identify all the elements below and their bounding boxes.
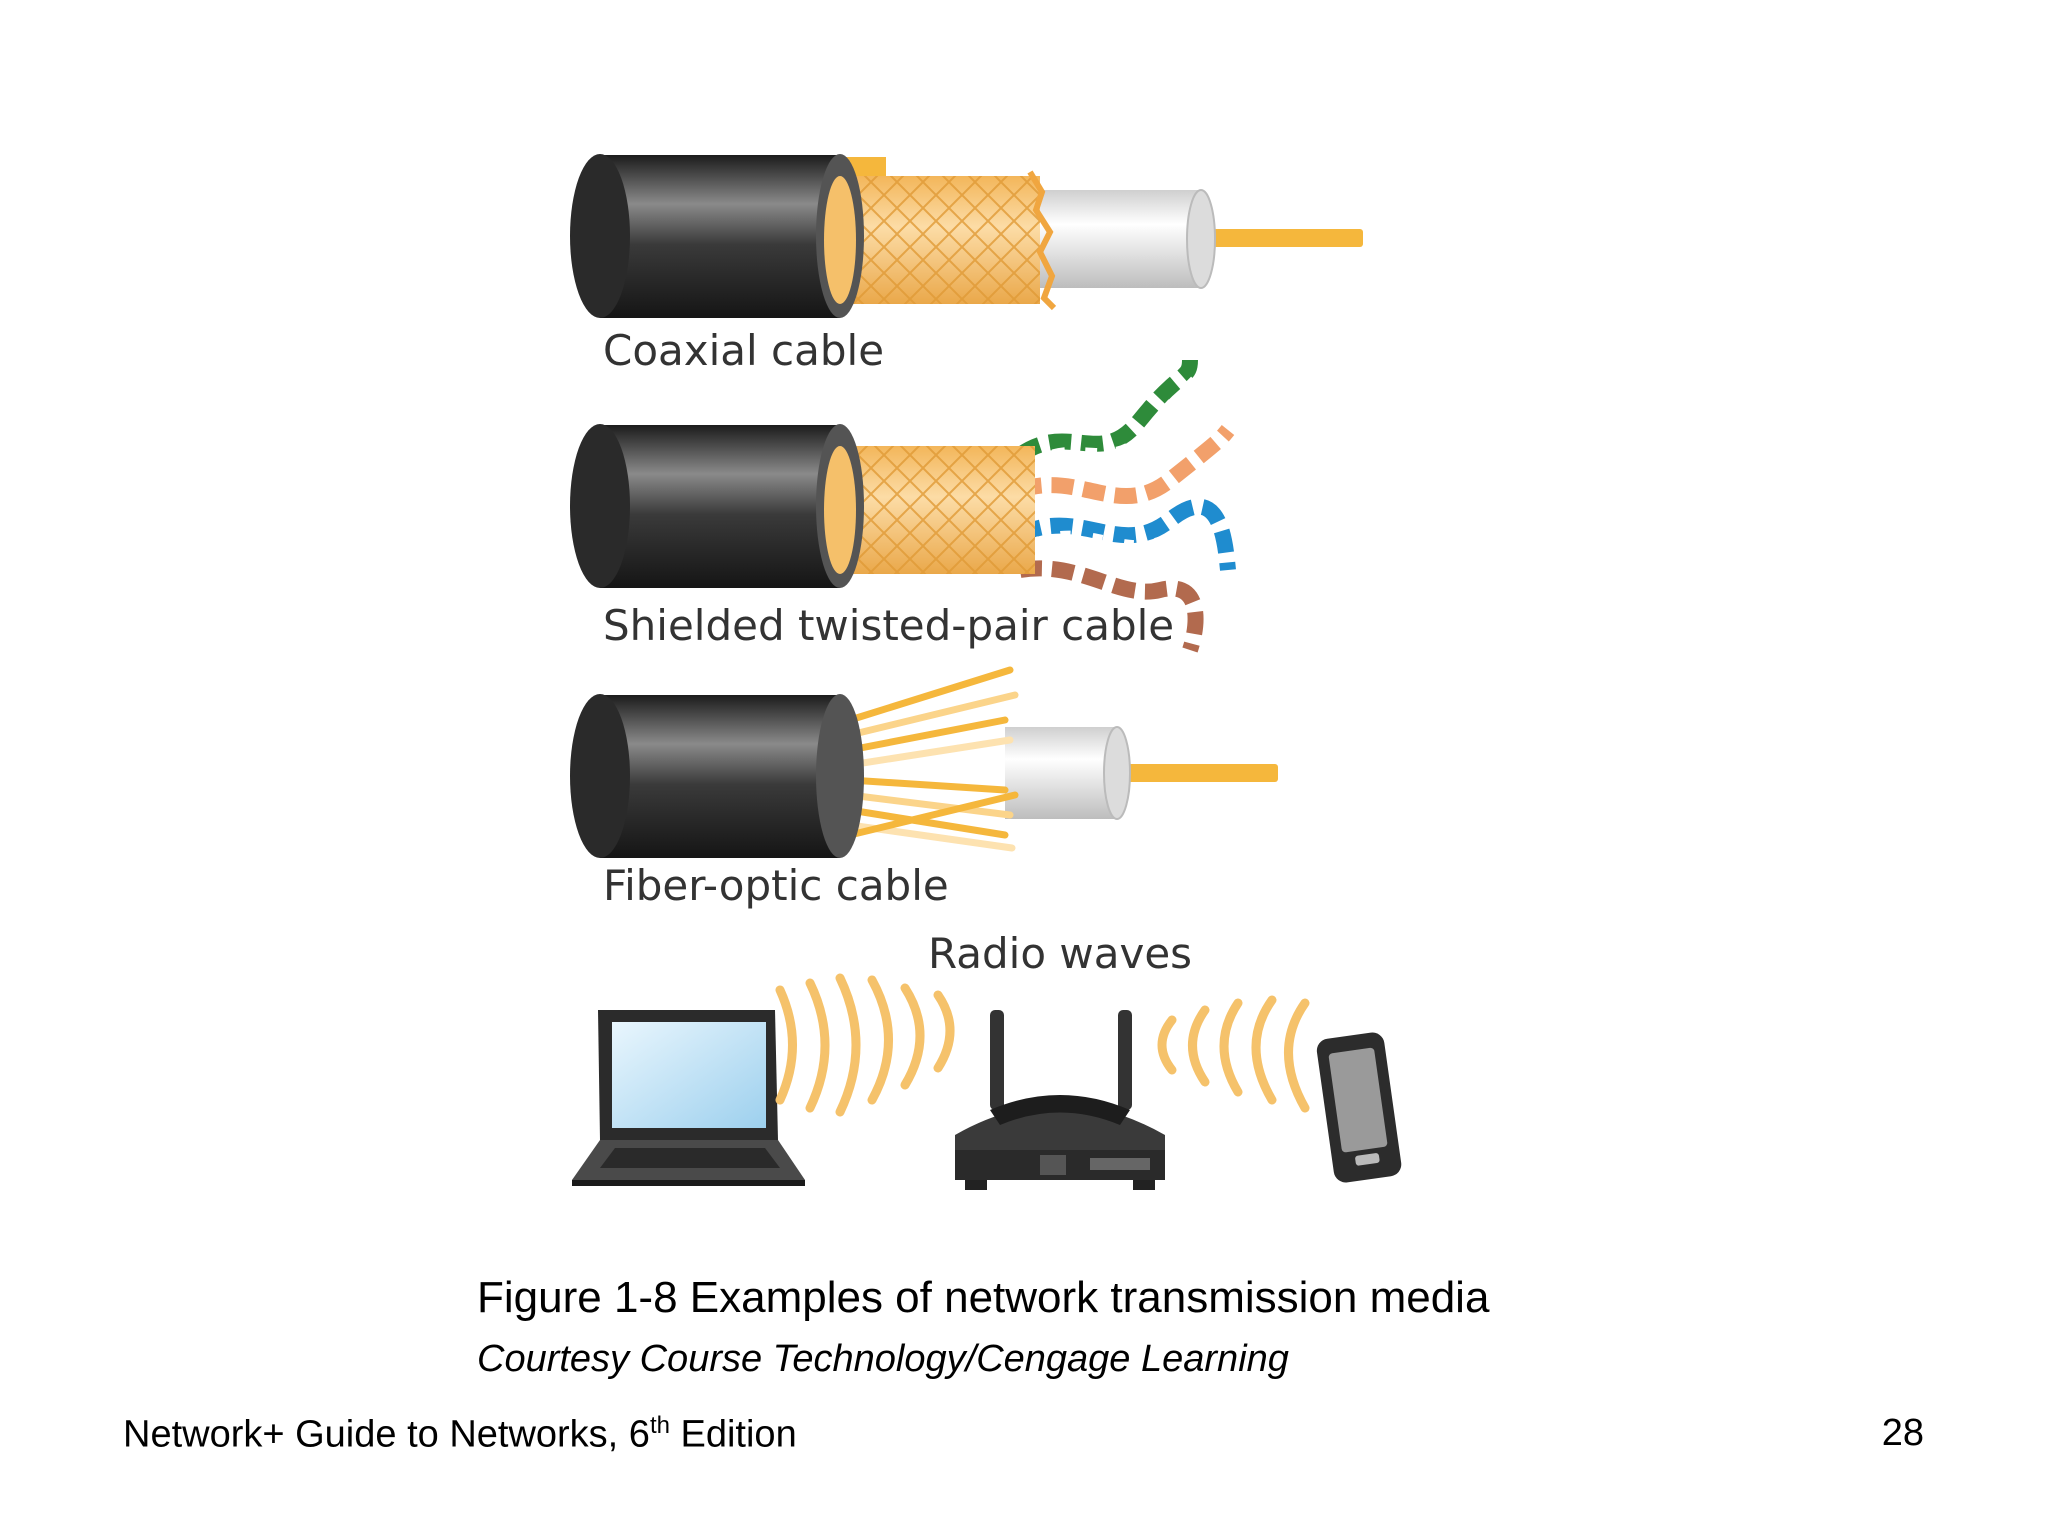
shielded-twisted-pair-label: Shielded twisted-pair cable	[603, 601, 1174, 650]
laptop-icon	[572, 1010, 805, 1186]
fiber-strength-strands	[846, 666, 1019, 852]
radio-waves-from-phone	[1157, 995, 1310, 1113]
footer-book-prefix: Network+ Guide to Networks, 6	[123, 1413, 650, 1456]
coaxial-cable-illustration	[570, 154, 1363, 318]
figure-caption: Figure 1-8 Examples of network transmiss…	[477, 1273, 1490, 1322]
stp-outer-jacket	[600, 425, 840, 588]
coax-outer-jacket	[600, 155, 840, 318]
footer-book-title: Network+ Guide to Networks, 6th Edition	[123, 1412, 797, 1457]
twisted-pair-brown	[1018, 560, 1204, 653]
twisted-pair-orange	[1017, 425, 1235, 504]
fiber-optic-cable-label: Fiber-optic cable	[603, 861, 949, 910]
radio-waves-label: Radio waves	[928, 929, 1192, 978]
fiber-outer-jacket	[600, 695, 840, 858]
footer-book-suffix: Edition	[669, 1413, 797, 1456]
figure-credit: Courtesy Course Technology/Cengage Learn…	[477, 1338, 1289, 1380]
twisted-pair-green	[1015, 359, 1211, 475]
coaxial-cable-label: Coaxial cable	[603, 326, 884, 375]
fiber-optic-cable-illustration	[570, 666, 1278, 858]
transmission-media-figure: Coaxial cable Shielde	[570, 154, 1402, 1190]
mobile-phone-icon	[1316, 1032, 1402, 1183]
footer-book-sup: th	[649, 1412, 670, 1439]
fiber-core	[1110, 764, 1278, 782]
shielded-twisted-pair-illustration	[570, 359, 1236, 653]
twisted-pair-blue	[1016, 498, 1236, 571]
coax-core-wire	[1190, 229, 1363, 247]
wireless-router-icon	[955, 1010, 1165, 1190]
radio-waves-from-laptop	[775, 973, 955, 1117]
fiber-cladding	[1005, 727, 1117, 819]
page-number: 28	[1881, 1412, 1924, 1454]
